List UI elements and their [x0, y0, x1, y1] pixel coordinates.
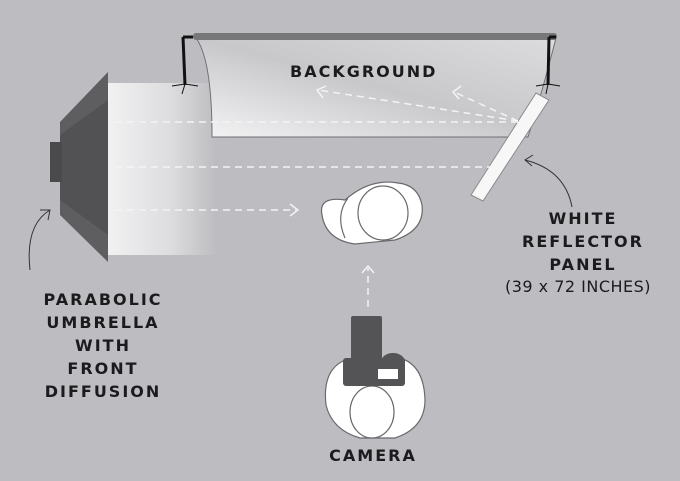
umbrella-label: PARABOLIC UMBRELLA WITH FRONT DIFFUSION [28, 288, 178, 403]
umbrella-label-line: UMBRELLA [46, 313, 160, 332]
reflector-label-line: REFLECTOR [522, 232, 644, 251]
umbrella-label-line: FRONT [67, 359, 139, 378]
subject-icon [320, 181, 423, 245]
umbrella-icon [50, 72, 108, 262]
light-beam [106, 83, 216, 255]
reflector-size-label: (39 x 72 INCHES) [504, 277, 652, 296]
stand-right-icon [535, 35, 561, 95]
arrowheads [289, 85, 462, 274]
reflector-label-line: PANEL [549, 255, 617, 274]
background-label: BACKGROUND [290, 62, 438, 81]
reflector-panel [470, 92, 550, 202]
camera-operator-icon [324, 316, 426, 439]
umbrella-label-line: WITH [75, 336, 131, 355]
pointer-arrows [28, 154, 573, 271]
camera-label: CAMERA [329, 446, 417, 465]
reflector-label: WHITE REFLECTOR PANEL [518, 207, 648, 276]
reflector-label-line: WHITE [548, 209, 618, 228]
camera-icon [343, 316, 405, 386]
light-rays [115, 89, 522, 307]
umbrella-label-line: DIFFUSION [44, 382, 162, 401]
stand-left-icon [171, 35, 199, 95]
umbrella-label-line: PARABOLIC [43, 290, 163, 309]
